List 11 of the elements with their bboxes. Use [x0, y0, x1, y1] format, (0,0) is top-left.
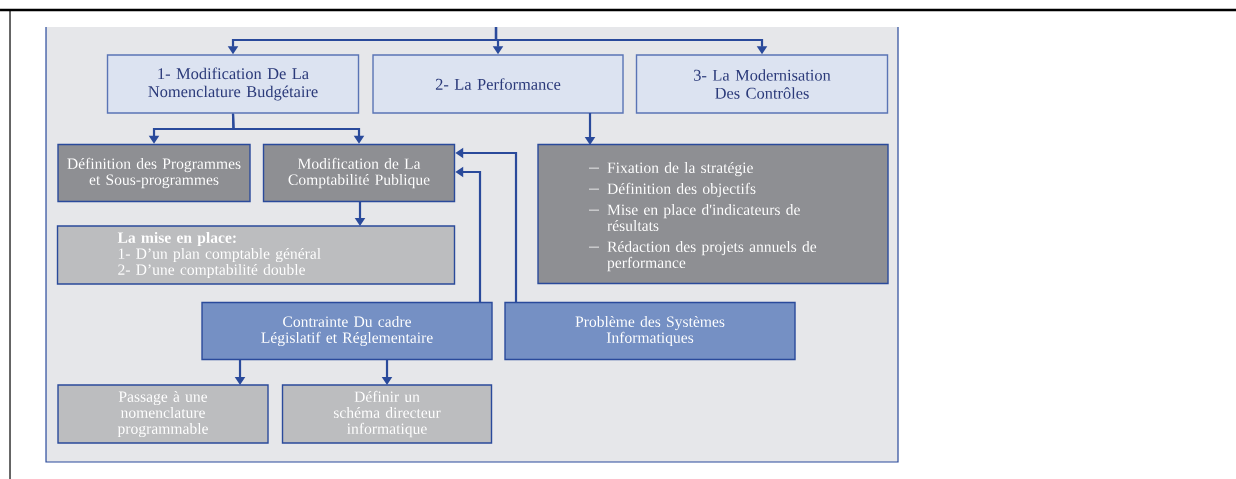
- constraint-box: Problème des Systèmes Informatiques: [504, 301, 796, 361]
- process-box: Modification de La Comptabilité Publique: [262, 143, 456, 203]
- process-box: Définition des Programmes et Sous-programmes: [57, 143, 251, 203]
- category-box: 3- La Modernisation Des Contrôles: [635, 54, 889, 114]
- category-box: 2- La Performance: [372, 54, 624, 114]
- process-box: Passage à une nomenclature programmable: [57, 384, 269, 444]
- category-box: 1- Modification De La Nomenclature Budgétaire: [106, 54, 360, 114]
- process-box: Définir un schéma directeur informatique: [281, 384, 493, 444]
- constraint-box: Contrainte Du cadre Législatif et Réglementaire: [201, 301, 493, 361]
- process-box: La mise en place: 1- D’un plan comptable général 2- D’une comptabilité double: [56, 225, 456, 285]
- process-box: Fixation de la stratégie Définition des objectifs Mise en place d'indicateurs de résultats Rédaction des projets annuels de performance: [537, 143, 889, 285]
